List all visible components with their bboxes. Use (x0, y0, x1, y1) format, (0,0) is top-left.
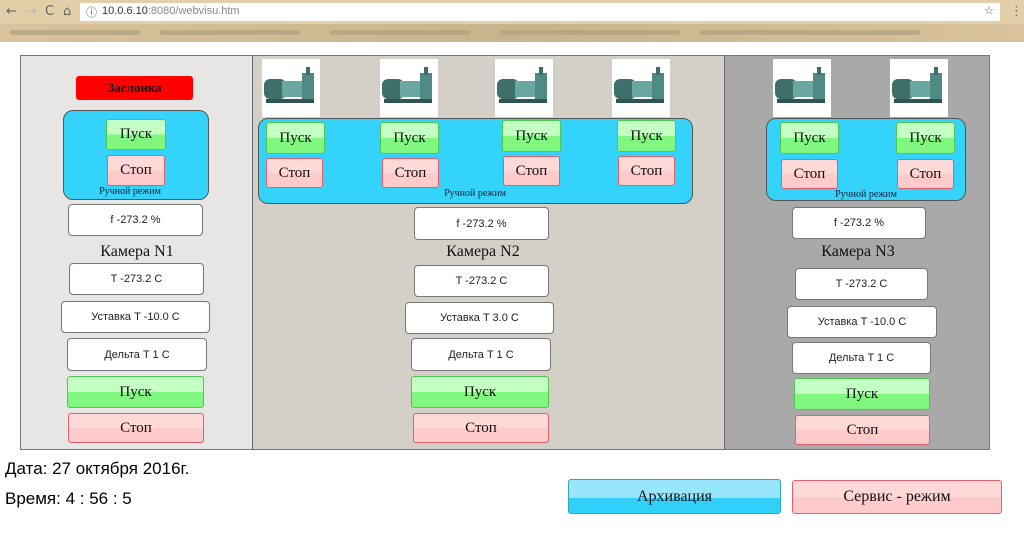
reload-button[interactable]: C (45, 4, 55, 19)
chamber-start-button[interactable]: Пуск (67, 376, 204, 408)
manual-stop-button[interactable]: Стоп (897, 159, 954, 189)
chamber-start-button[interactable]: Пуск (411, 376, 549, 408)
manual-mode-label: Ручной режим (444, 188, 506, 199)
chamber-title: Камера N2 (446, 243, 520, 260)
frequency-display: f -273.2 % (414, 207, 549, 240)
temperature-display: T -273.2 C (795, 268, 928, 300)
chamber-stop-button[interactable]: Стоп (68, 413, 204, 443)
manual-stop-button[interactable]: Стоп (503, 156, 560, 186)
frequency-display: f -273.2 % (792, 207, 926, 239)
manual-stop-button[interactable]: Стоп (107, 155, 165, 186)
motor-icon (262, 59, 320, 117)
manual-start-button[interactable]: Пуск (780, 122, 839, 154)
motor-icon (773, 59, 831, 117)
bookmark[interactable] (330, 30, 470, 35)
back-button[interactable]: ← (6, 4, 17, 19)
chamber-title: Камера N1 (100, 243, 174, 260)
chamber-title: Камера N3 (821, 243, 895, 260)
frequency-display: f -273.2 % (68, 204, 203, 236)
visualization-frame (20, 55, 990, 450)
manual-mode-label: Ручной режим (835, 189, 897, 200)
bookmark[interactable] (500, 30, 680, 35)
url-path: :8080/webvisu.htm (147, 5, 240, 17)
manual-start-button[interactable]: Пуск (106, 119, 166, 150)
star-icon[interactable]: ☆ (984, 5, 994, 17)
manual-mode-label: Ручной режим (99, 186, 161, 197)
manual-start-button[interactable]: Пуск (266, 122, 325, 154)
home-button[interactable]: ⌂ (63, 4, 72, 19)
bookmark[interactable] (10, 30, 140, 35)
forward-button[interactable]: → (26, 4, 37, 19)
service-mode-button[interactable]: Сервис - режим (792, 480, 1002, 514)
setpoint-field[interactable]: Уставка T -10.0 C (787, 306, 937, 338)
time-label: Время: 4 : 56 : 5 (5, 489, 132, 508)
manual-start-button[interactable]: Пуск (502, 120, 561, 152)
manual-stop-button[interactable]: Стоп (781, 159, 838, 189)
motor-icon (380, 59, 438, 117)
setpoint-field[interactable]: Уставка T -10.0 C (61, 301, 210, 333)
bookmark[interactable] (160, 30, 300, 35)
manual-start-button[interactable]: Пуск (617, 120, 676, 152)
address-bar[interactable]: ⓘ 10.0.6.10:8080/webvisu.htm ☆ (80, 3, 1000, 21)
manual-stop-button[interactable]: Стоп (618, 156, 675, 186)
setpoint-field[interactable]: Уставка T 3.0 C (405, 302, 554, 334)
motor-icon (612, 59, 670, 117)
chamber-stop-button[interactable]: Стоп (795, 415, 930, 445)
info-icon: ⓘ (86, 7, 97, 19)
chamber-start-button[interactable]: Пуск (794, 378, 930, 410)
chamber-stop-button[interactable]: Стоп (413, 413, 549, 443)
delta-field[interactable]: Дельта T 1 C (411, 338, 551, 371)
motor-icon (495, 59, 553, 117)
manual-stop-button[interactable]: Стоп (382, 158, 439, 188)
manual-start-button[interactable]: Пуск (380, 122, 439, 154)
delta-field[interactable]: Дельта T 1 C (67, 338, 207, 371)
menu-icon[interactable]: ⋮ (1010, 4, 1023, 19)
temperature-display: T -273.2 C (69, 263, 204, 295)
url-host: 10.0.6.10 (102, 5, 148, 17)
delta-field[interactable]: Дельта T 1 C (792, 342, 931, 374)
bookmark[interactable] (700, 30, 920, 35)
damper-button[interactable]: Заслонка (76, 76, 193, 100)
manual-start-button[interactable]: Пуск (896, 122, 955, 154)
manual-stop-button[interactable]: Стоп (266, 158, 323, 188)
date-label: Дата: 27 октября 2016г. (5, 459, 190, 478)
archive-button[interactable]: Архивация (568, 479, 781, 514)
motor-icon (890, 59, 948, 117)
temperature-display: T -273.2 C (414, 265, 549, 297)
